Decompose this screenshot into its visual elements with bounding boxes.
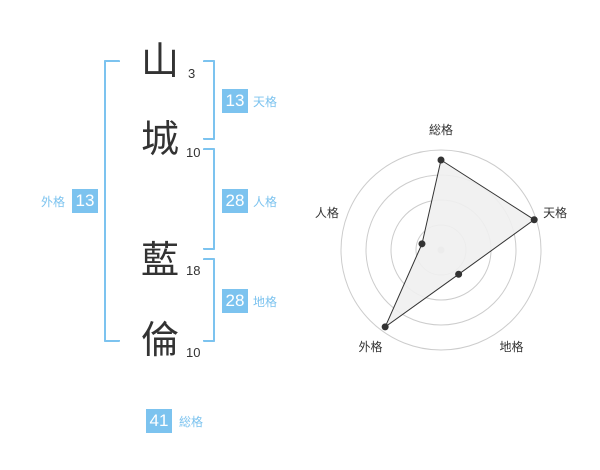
gaikaku-label: 外格	[41, 195, 66, 209]
radar-point-2	[530, 216, 538, 224]
tenkaku-badge: 13	[222, 89, 248, 113]
chikaku-label: 地格	[253, 295, 278, 309]
soukaku-badge: 41	[146, 409, 172, 433]
radar-point-5	[418, 240, 426, 248]
radar-axis-label-5: 人格	[315, 205, 339, 220]
radar-grid-ring-4	[340, 149, 542, 351]
radar-axis-label-4: 外格	[358, 339, 382, 354]
tenkaku-label: 天格	[253, 95, 278, 109]
radar-axis-label-3: 地格	[500, 339, 524, 354]
character-3: 藍	[140, 238, 179, 282]
radar-point-1	[437, 156, 445, 164]
stroke-count-3: 18	[186, 263, 201, 278]
gaikaku-badge: 13	[72, 189, 98, 213]
radar-point-3	[455, 270, 463, 278]
character-4: 倫	[140, 318, 179, 362]
soukaku-label: 総格	[179, 415, 204, 429]
radar-series-polygon	[383, 159, 536, 329]
chikaku-badge: 28	[222, 289, 248, 313]
character-2: 城	[140, 117, 179, 161]
radar-point-4	[381, 323, 389, 331]
jinkaku-badge: 28	[222, 189, 248, 213]
radar-axis-label-2: 天格	[543, 205, 567, 220]
stroke-count-2: 10	[186, 145, 201, 160]
stroke-count-4: 10	[186, 345, 201, 360]
jinkaku-bracket	[203, 148, 215, 250]
jinkaku-label: 人格	[253, 195, 278, 209]
radar-axis-label-1: 総格	[429, 122, 453, 137]
gaikaku-bracket	[104, 60, 120, 342]
character-1: 山	[140, 39, 179, 83]
stroke-count-1: 3	[188, 66, 196, 81]
chikaku-bracket	[203, 258, 215, 342]
tenkaku-bracket	[203, 60, 215, 140]
